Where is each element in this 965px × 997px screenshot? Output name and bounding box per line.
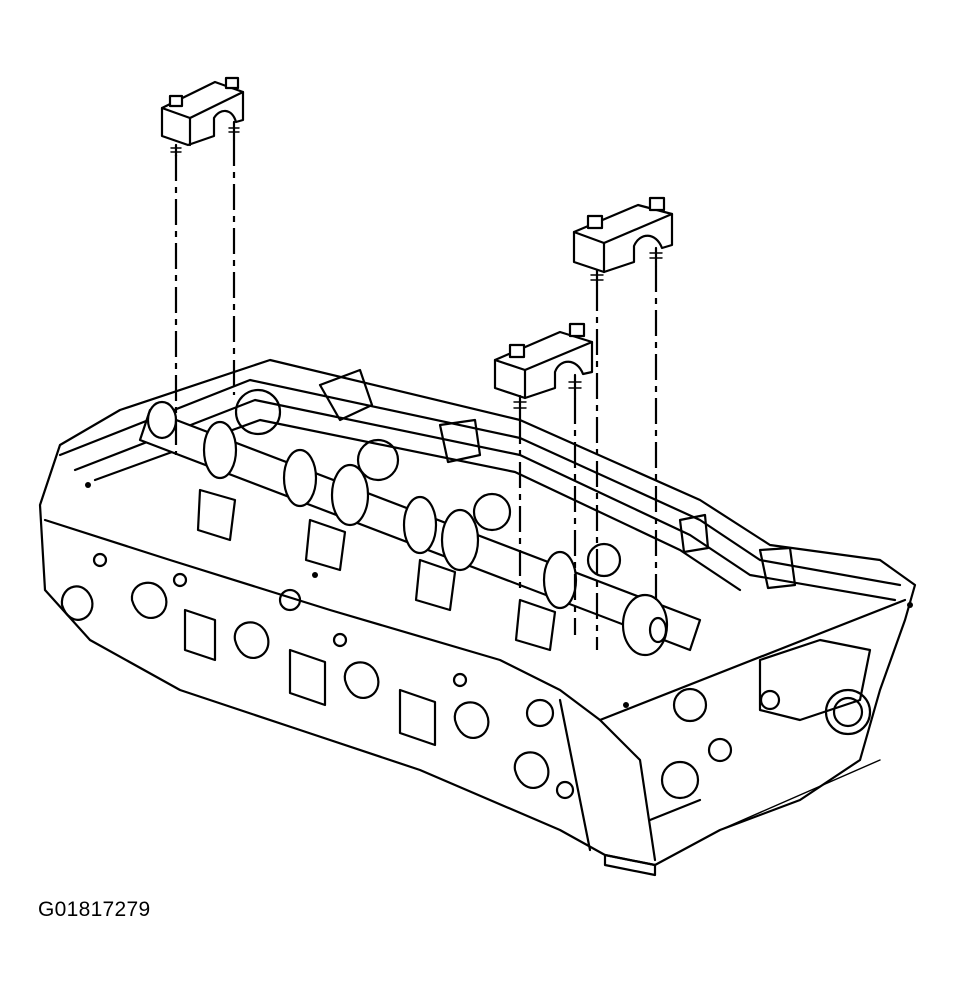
- figure-id-label: G01817279: [38, 898, 151, 921]
- bearing-cap-2: [572, 196, 674, 287]
- valve-train-details: [196, 368, 797, 652]
- installation-guide-lines: [174, 140, 658, 650]
- bearing-cap-1: [160, 76, 245, 158]
- bearing-cap-3: [493, 322, 594, 420]
- fastener-details: [85, 482, 913, 708]
- camshaft: [138, 400, 702, 657]
